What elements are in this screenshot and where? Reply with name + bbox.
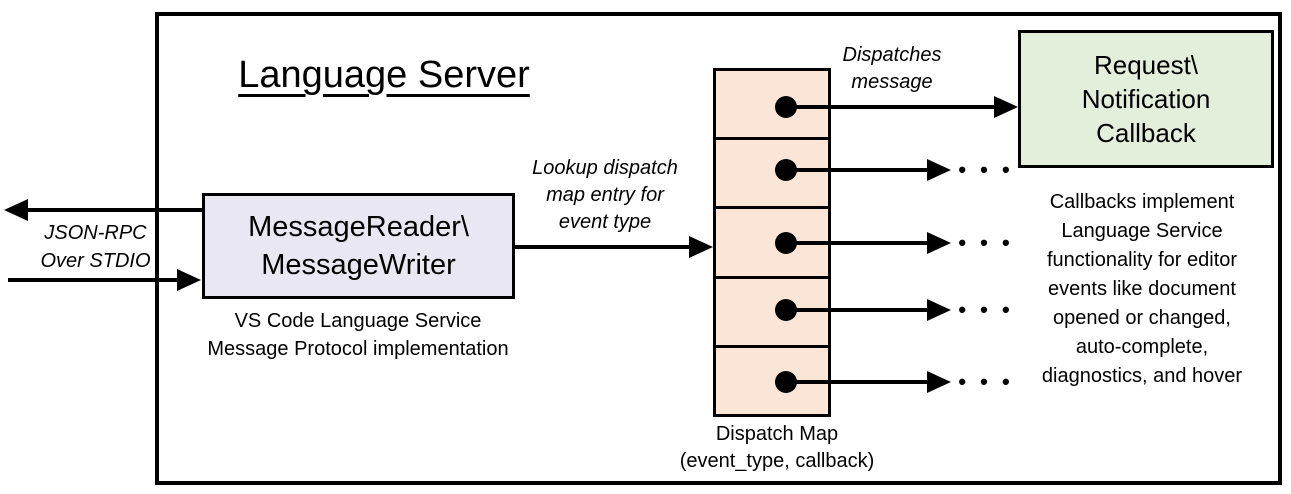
callbacks-note-line: auto-complete, bbox=[1075, 336, 1209, 358]
dispatch-map-cell bbox=[716, 71, 828, 141]
dispatch-map-cell bbox=[716, 348, 828, 414]
map-caption-line1: Dispatch Map bbox=[715, 423, 839, 445]
callback-box-line1: Request\ bbox=[1093, 50, 1199, 80]
ellipsis: • • • bbox=[958, 369, 1014, 394]
message-caption-line1: VS Code Language Service bbox=[234, 310, 482, 332]
dispatches-label-line1: Dispatches bbox=[842, 44, 942, 66]
stdio-label: JSON-RPC Over STDIO bbox=[8, 219, 183, 275]
message-box-caption: VS Code Language Service Message Protoco… bbox=[190, 307, 526, 363]
dispatches-message-label: Dispatches message bbox=[828, 42, 956, 96]
message-caption-line2: Message Protocol implementation bbox=[207, 338, 509, 360]
ellipsis: • • • bbox=[958, 157, 1014, 182]
lookup-label-line2: map entry for bbox=[546, 184, 664, 206]
dispatch-map-cell bbox=[716, 209, 828, 279]
message-box-line1: MessageReader\ bbox=[248, 211, 469, 243]
callbacks-note-line: diagnostics, and hover bbox=[1041, 365, 1243, 387]
dispatch-map-cell bbox=[716, 279, 828, 348]
stdio-label-line2: Over STDIO bbox=[40, 250, 151, 272]
callback-box-line2: Notification bbox=[1081, 84, 1211, 114]
callbacks-note-line: events like document bbox=[1048, 278, 1236, 300]
message-reader-writer-box: MessageReader\ MessageWriter bbox=[202, 193, 515, 299]
callbacks-note-line: Callbacks implement bbox=[1049, 191, 1235, 213]
callbacks-note-line: functionality for editor bbox=[1046, 249, 1238, 271]
dispatch-map bbox=[713, 68, 831, 417]
dispatch-map-caption: Dispatch Map (event_type, callback) bbox=[627, 421, 927, 475]
map-caption-line2: (event_type, callback) bbox=[679, 450, 875, 472]
ellipsis: • • • bbox=[958, 230, 1014, 255]
dispatches-label-line2: message bbox=[851, 71, 933, 93]
page-title: Language Server bbox=[238, 54, 530, 96]
request-notification-callback-box: Request\ Notification Callback bbox=[1018, 30, 1274, 168]
callback-box-line3: Callback bbox=[1096, 118, 1196, 148]
lookup-label-line3: event type bbox=[558, 211, 652, 233]
callbacks-note: Callbacks implement Language Service fun… bbox=[1005, 188, 1279, 391]
message-box-line2: MessageWriter bbox=[261, 249, 456, 281]
callbacks-note-line: Language Service bbox=[1061, 220, 1223, 242]
stdio-label-line1: JSON-RPC bbox=[44, 222, 147, 244]
lookup-label-line1: Lookup dispatch bbox=[532, 157, 678, 179]
language-server-frame bbox=[155, 12, 1282, 485]
lookup-dispatch-label: Lookup dispatch map entry for event type bbox=[512, 155, 698, 236]
callbacks-note-line: opened or changed, bbox=[1053, 307, 1231, 329]
dispatch-map-cell bbox=[716, 140, 828, 210]
ellipsis: • • • bbox=[958, 297, 1014, 322]
